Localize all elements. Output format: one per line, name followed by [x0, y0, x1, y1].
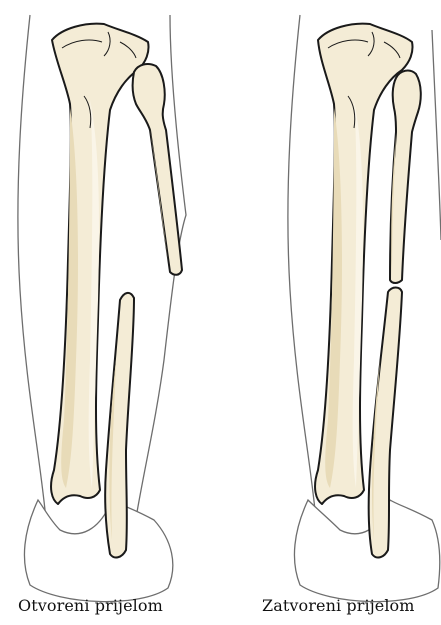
left-panel-open-fracture	[18, 15, 186, 602]
right-panel-closed-fracture	[288, 15, 441, 602]
caption-closed-fracture: Zatvoreni prijelom	[262, 596, 415, 615]
foot-left	[24, 500, 172, 602]
fibula-upper-left	[133, 64, 182, 275]
fibula-upper-right	[390, 71, 421, 283]
foot-right	[294, 500, 439, 602]
caption-open-fracture: Otvoreni prijelom	[18, 596, 163, 615]
